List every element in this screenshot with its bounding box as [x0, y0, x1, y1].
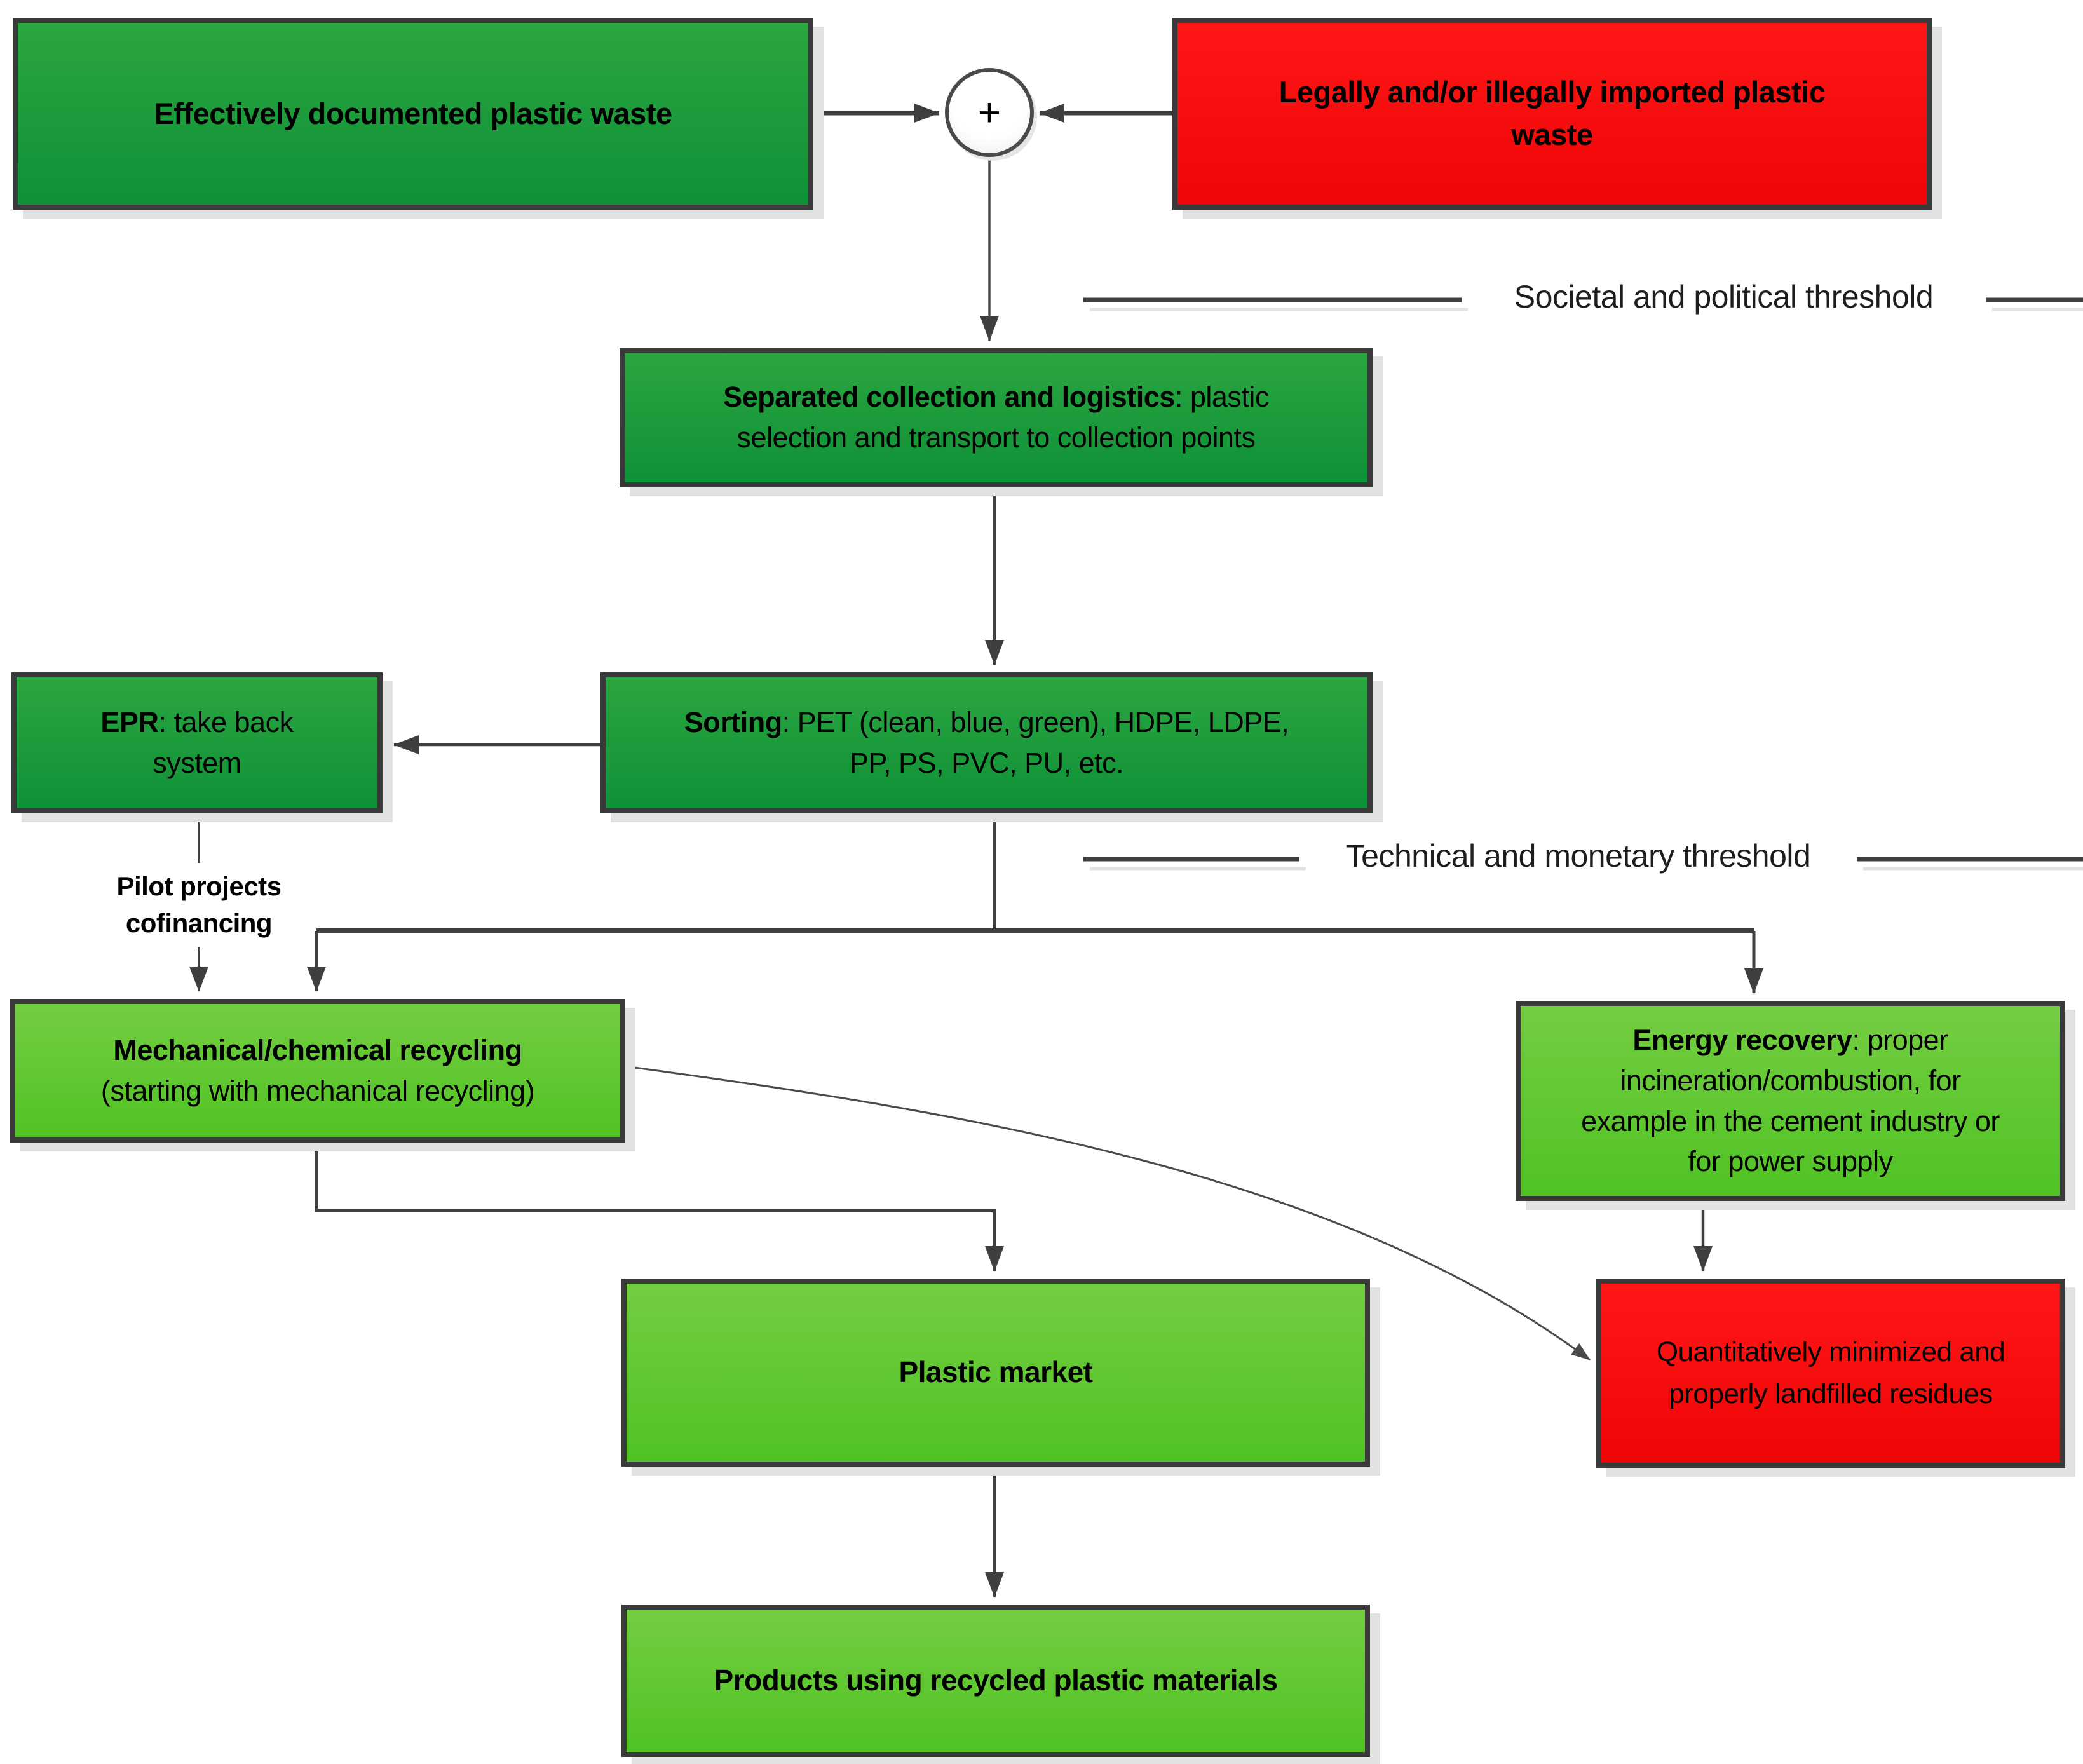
node-mechanical-recycling-title: Mechanical/chemical recycling	[113, 1034, 522, 1067]
node-imported-waste-label: Legally and/or illegally imported plasti…	[1279, 75, 1826, 151]
pilot-cofinancing-line2: cofinancing	[125, 907, 273, 938]
node-effectively-documented-label: Effectively documented plastic waste	[154, 96, 672, 130]
technical-threshold-label: Technical and monetary threshold	[1345, 838, 1811, 874]
node-plastic-market-label: Plastic market	[899, 1355, 1093, 1389]
connector-mechanical-to-market	[315, 1139, 1004, 1272]
node-sorting: Sorting: PET (clean, blue, green), HDPE,…	[600, 672, 1373, 813]
node-imported-waste: Legally and/or illegally imported plasti…	[1172, 18, 1932, 210]
node-epr-title: EPR	[100, 706, 159, 739]
node-recycled-products-label: Products using recycled plastic material…	[714, 1664, 1278, 1697]
societal-threshold-label: Societal and political threshold	[1514, 279, 1934, 315]
node-epr: EPR: take back system	[11, 672, 383, 813]
node-energy-recovery-detail: : proper incineration/combustion, for ex…	[1581, 1023, 2000, 1178]
node-sorting-title: Sorting	[684, 706, 782, 739]
node-epr-detail: : take back system	[153, 706, 294, 779]
connector-mechanical-to-landfill-curve	[625, 1065, 1591, 1361]
plus-sign: +	[977, 90, 1001, 135]
node-sorting-detail: : PET (clean, blue, green), HDPE, LDPE, …	[782, 706, 1289, 779]
pilot-cofinancing-line1: Pilot projects	[116, 871, 282, 901]
pilot-cofinancing-label: Pilot projects cofinancing	[65, 868, 332, 942]
node-plastic-market: Plastic market	[621, 1279, 1370, 1467]
node-mechanical-recycling: Mechanical/chemical recycling (starting w…	[10, 999, 625, 1143]
node-separated-collection-title: Separated collection and logistics	[723, 381, 1175, 414]
node-recycled-products: Products using recycled plastic material…	[621, 1605, 1370, 1757]
node-mechanical-recycling-detail: (starting with mechanical recycling)	[100, 1075, 535, 1107]
node-landfilled-residues: Quantitatively minimized and properly la…	[1596, 1279, 2065, 1468]
node-energy-recovery-title: Energy recovery	[1632, 1023, 1852, 1056]
plus-junction: +	[945, 68, 1034, 157]
node-separated-collection: Separated collection and logistics: plas…	[620, 348, 1373, 487]
node-effectively-documented: Effectively documented plastic waste	[13, 18, 813, 210]
node-energy-recovery: Energy recovery: proper incineration/com…	[1516, 1001, 2065, 1201]
node-separated-collection-detail: : plastic selection and transport to col…	[736, 381, 1270, 454]
node-landfilled-residues-label: Quantitatively minimized and properly la…	[1656, 1336, 2005, 1409]
